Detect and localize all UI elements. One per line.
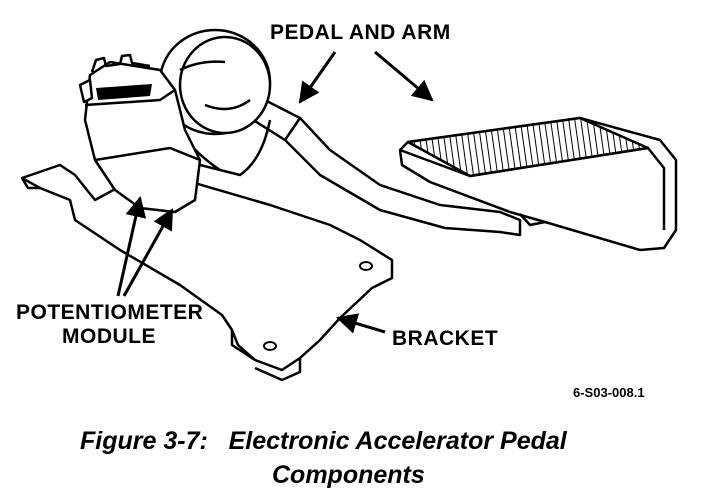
potentiometer-connector-label [96,84,152,100]
mounting-hole [359,261,373,271]
figure-caption-line2: Components [272,461,425,489]
arrow-potentiometer-2 [122,208,174,297]
potentiometer-label-line2: MODULE [62,325,156,348]
figure-reference-number: 6-S03-008.1 [573,385,645,400]
bracket-label: BRACKET [392,327,499,350]
mounting-hole [263,341,277,351]
pedal-and-arm-label: PEDAL AND ARM [270,21,451,44]
arrow-pedal-and-arm-to-pad [374,50,434,102]
potentiometer-module [78,53,202,214]
pedal-arm [248,93,522,237]
pedal-pad [398,116,678,252]
figure-caption-line1: Figure 3-7: Electronic Accelerator Pedal [80,427,567,455]
pivot-housing [158,28,272,177]
arrow-pedal-and-arm-to-arm [298,51,337,104]
arrow-bracket [335,313,386,334]
potentiometer-label-line1: POTENTIOMETER [16,301,204,324]
arrow-potentiometer-1 [116,195,147,297]
